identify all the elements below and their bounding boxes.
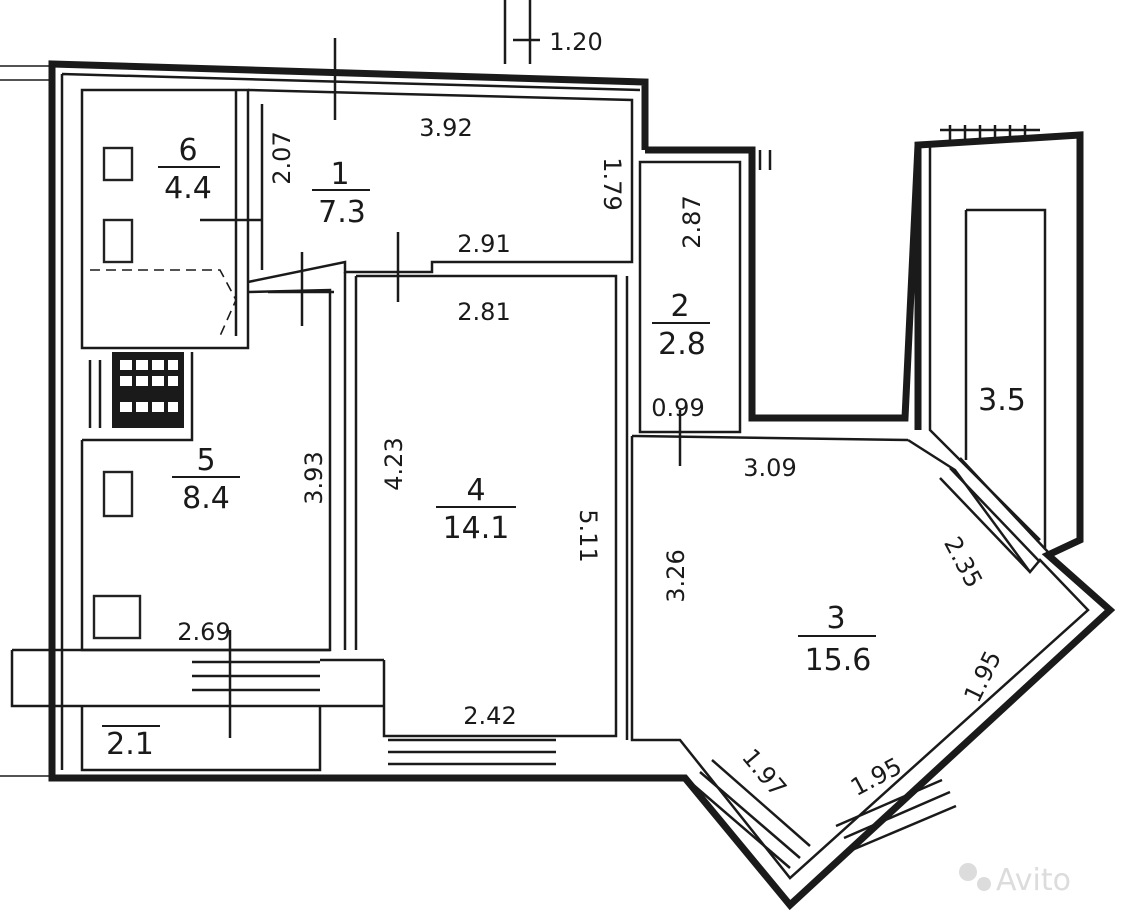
room-4-area: 14.1 (443, 511, 510, 546)
room-4-number: 4 (466, 473, 485, 508)
room-5-area: 8.4 (182, 481, 230, 516)
dim-room-1-width: 3.92 (419, 114, 472, 142)
outer-wall-inner-line (60, 72, 641, 770)
balcony-2-1-walls (10, 648, 384, 772)
dim-room-5-bottom: 2.69 (177, 618, 230, 646)
tick-marks (200, 38, 772, 738)
balcony-2-1-label: 2.1 (102, 725, 160, 762)
dim-diagonal-window: 2.35 (938, 532, 988, 592)
dim-top-stub: 1.20 (549, 28, 602, 56)
room-3-number: 3 (826, 601, 845, 636)
room-labels: 6 4.4 1 7.3 2 2.8 3 15.6 4 14.1 5 8.4 (102, 133, 1026, 762)
dim-room-2-bottom: 0.99 (651, 394, 704, 422)
dim-room-2-height: 2.87 (678, 195, 706, 248)
dim-room-5-height: 3.93 (300, 451, 328, 504)
room-2-number: 2 (670, 289, 689, 324)
room-6-number: 6 (178, 133, 197, 168)
room-3-walls (630, 436, 1090, 880)
outer-wall (48, 60, 1116, 911)
room-4-label: 4 14.1 (436, 473, 516, 546)
dim-room-1-right: 1.79 (598, 157, 626, 210)
dim-bay-middle: 1.95 (846, 752, 906, 802)
room-3-area: 15.6 (805, 643, 872, 678)
room-2-walls (631, 160, 909, 442)
watermark: Avito (959, 863, 1071, 898)
walls (0, 0, 1116, 911)
extension-lines-left (0, 65, 52, 777)
kitchen-side-lines (88, 360, 102, 428)
loggia-recess-wall (645, 144, 922, 422)
room-6-area: 4.4 (164, 171, 212, 206)
stove-icon (92, 594, 142, 640)
balcony-top-rail (940, 125, 1040, 140)
dim-room-4-bottom: 2.42 (463, 702, 516, 730)
room-1-number: 1 (330, 157, 349, 192)
room-1-walls (247, 88, 634, 284)
dim-room-4-top: 2.81 (457, 298, 510, 326)
window-bay-left (689, 759, 811, 869)
kitchen-sink-icon (102, 470, 134, 518)
room-1-area: 7.3 (318, 195, 366, 230)
dimension-ticks (90, 38, 772, 738)
dim-room-4-left: 4.23 (380, 437, 408, 490)
room-5-label: 5 8.4 (172, 443, 240, 516)
fixtures (88, 146, 184, 640)
dim-room-1-left: 2.07 (268, 131, 296, 184)
dim-room-1-bottom: 2.91 (457, 230, 510, 258)
windows (192, 125, 1049, 869)
ventilation-grid-icon (112, 352, 184, 428)
room-4-walls (343, 272, 629, 740)
sink-icon (102, 218, 134, 264)
watermark-text: Avito (996, 863, 1071, 898)
top-stub-wall (503, 0, 532, 64)
bathtub-outline (90, 269, 237, 337)
room-2-area: 2.8 (658, 327, 706, 362)
room-6-label: 6 4.4 (158, 133, 220, 206)
balcony-3-5-area: 3.5 (978, 383, 1026, 418)
toilet-icon (102, 146, 134, 182)
room-6-walls (80, 88, 250, 350)
dim-room-4-right: 5.11 (574, 509, 602, 562)
window-balcony-diagonal (939, 457, 1049, 573)
room-3-label: 3 15.6 (798, 601, 876, 678)
dim-room-3-left: 3.26 (662, 549, 690, 602)
window-room-4 (388, 738, 556, 778)
dim-bay-right: 1.95 (959, 646, 1008, 706)
dim-room-3-top: 3.09 (743, 454, 796, 482)
room-2-label: 2 2.8 (652, 289, 710, 362)
window-kitchen-balcony (192, 660, 320, 692)
dim-bay-left: 1.97 (736, 743, 792, 802)
room-5-number: 5 (196, 443, 215, 478)
balcony-2-1-area: 2.1 (106, 727, 154, 762)
room-1-label: 1 7.3 (312, 157, 370, 230)
watermark-logo-icon (959, 863, 977, 881)
window-bay-middle (835, 778, 957, 852)
